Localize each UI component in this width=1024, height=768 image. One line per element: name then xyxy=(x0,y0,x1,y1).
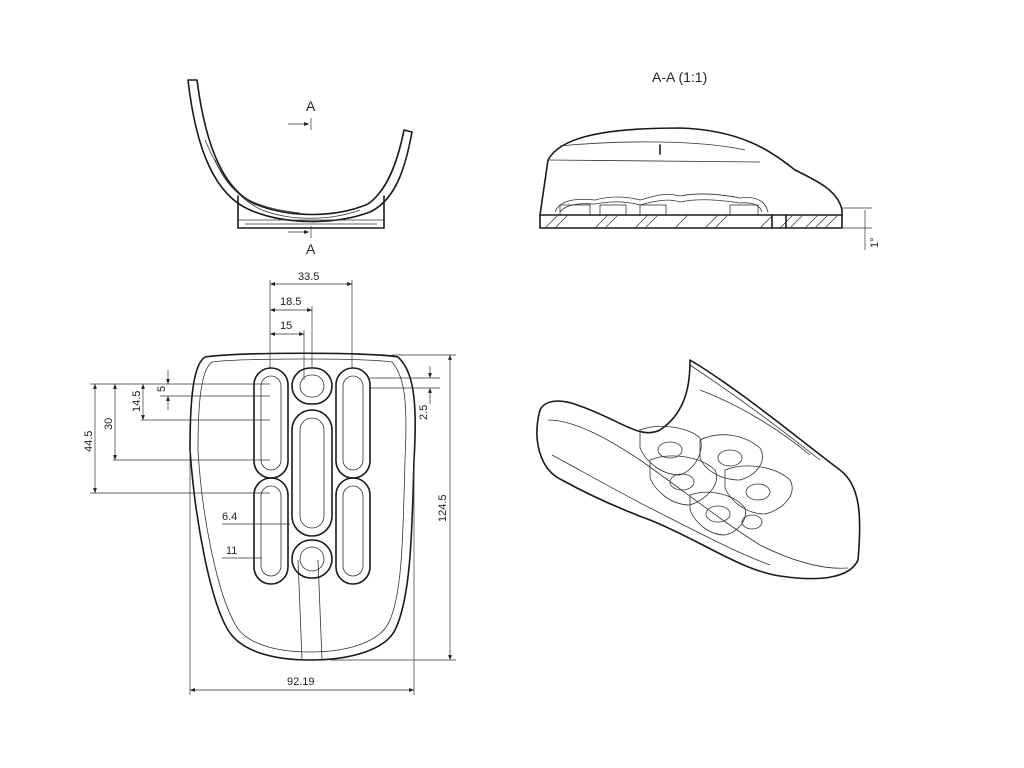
plan-view: 33.5 18.5 15 44.5 30 14.5 5 2.5 124.5 xyxy=(83,271,456,695)
iso-pockets xyxy=(639,425,793,536)
dim-overall-width: 92.19 xyxy=(287,676,315,688)
section-view: A-A (1:1) xyxy=(539,69,881,250)
dim-mid-width: 18.5 xyxy=(280,296,301,308)
dim-top-width: 33.5 xyxy=(298,271,319,283)
isometric-view xyxy=(536,359,861,580)
pocket-center-column xyxy=(291,367,333,579)
dim-overall-height: 124.5 xyxy=(437,494,449,522)
front-view: A A xyxy=(187,79,413,257)
dim-slot-width: 15 xyxy=(280,320,292,332)
angle-label: 1° xyxy=(869,237,881,248)
dim-right-offset: 2.5 xyxy=(418,405,430,420)
dim-slot-spacing: 6.4 xyxy=(222,511,237,523)
pocket-left-column xyxy=(253,367,289,585)
dim-left-offset-4: 5 xyxy=(156,386,168,392)
dim-left-offset-3: 14.5 xyxy=(131,391,143,412)
section-hatch xyxy=(544,214,839,229)
cut-label-top: A xyxy=(306,98,316,114)
dim-left-offset-2: 30 xyxy=(103,418,115,430)
pocket-right-column xyxy=(335,367,371,585)
dim-slot-length: 11 xyxy=(226,545,237,557)
dim-left-offset-1: 44.5 xyxy=(83,431,95,452)
cut-label-bottom: A xyxy=(306,241,316,257)
section-title: A-A (1:1) xyxy=(652,69,707,85)
